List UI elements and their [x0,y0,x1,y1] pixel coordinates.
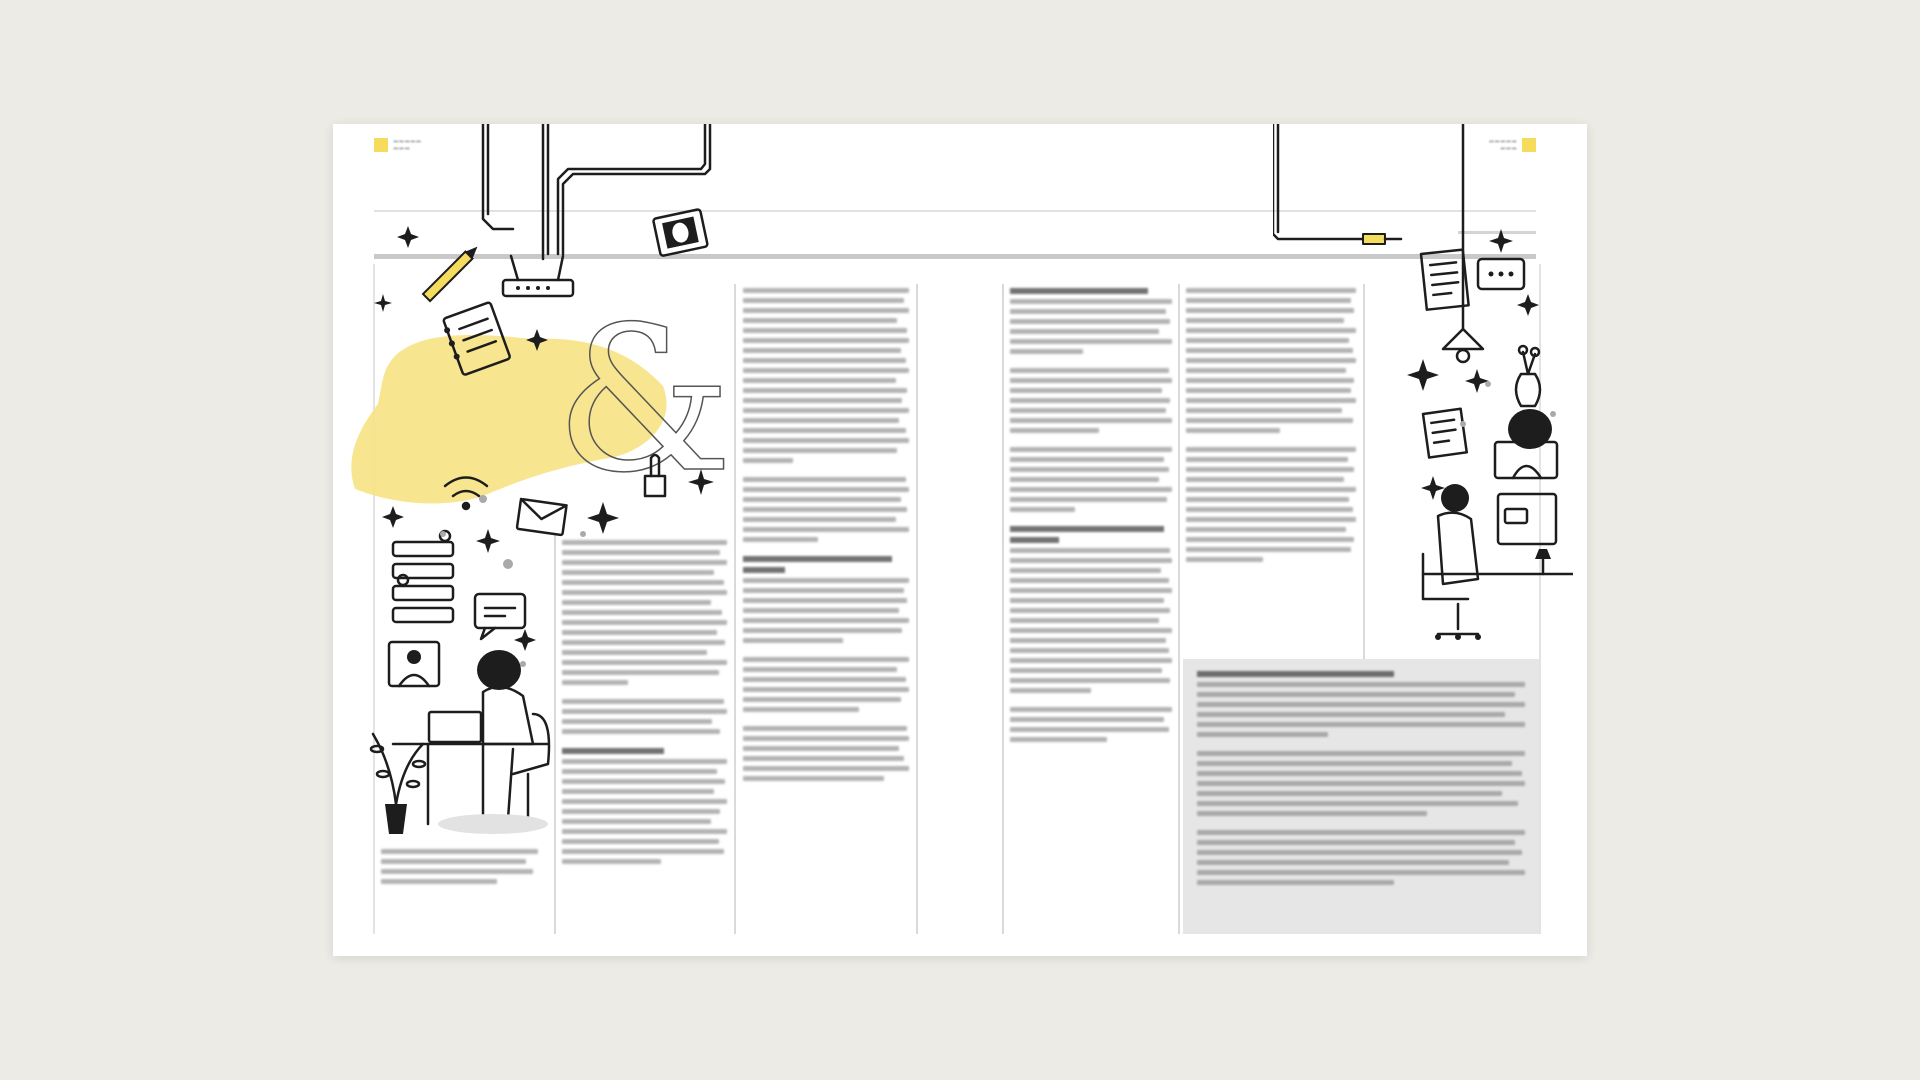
potted-plant-icon [369,732,427,834]
right-folio-marker [1522,138,1536,152]
text-column-5 [1186,288,1356,567]
cable-lines [481,124,712,261]
notebook-icon [442,301,511,376]
wifi-icon [443,476,489,511]
right-header-rule-small [1458,231,1536,234]
header-rule-thin [374,210,1536,212]
column-divider [916,284,918,934]
chat-bubble-icon [473,592,527,641]
office-chair-icon [1435,602,1481,640]
column-divider [554,534,556,934]
text-column-2 [562,540,727,869]
flower-vase-icon [1514,344,1542,408]
cable-lines [1273,124,1465,331]
person-at-laptop-illustration [391,650,551,834]
router-icon [501,254,575,298]
sidebar-box [1183,659,1539,934]
column-divider [373,264,375,934]
chat-list-icons [391,529,455,624]
left-page-illustration: & [351,124,734,834]
right-running-head: ▬▬▬▬▬▬▬▬ [1488,138,1517,152]
right-page-illustration [1273,124,1573,640]
column-divider [1002,284,1004,934]
text-column-3 [743,288,909,786]
person-at-desktop-illustration [1421,484,1573,601]
header-rule-thick [374,254,1536,259]
text-column-4 [1010,288,1172,747]
yellow-watercolor-blob [351,335,667,504]
pencil-icon [421,246,478,303]
cactus-icon [643,453,667,498]
sparkle-icon [374,226,714,651]
chat-bubble-icon [1476,257,1526,291]
left-folio-marker [374,138,388,152]
desk-lamp-icon [1535,549,1551,576]
video-call-icon [1493,409,1559,480]
column-divider [1539,264,1541,934]
pendant-lamp-icon [1441,327,1485,364]
left-running-head: ▬▬▬▬▬▬▬▬ [393,138,422,152]
column-divider [1363,284,1365,684]
book-icon [652,208,709,257]
column-divider [1178,284,1180,934]
video-call-icon [387,640,441,688]
sparkle-icon [1407,229,1539,500]
document-icon [1419,248,1470,311]
envelope-icon [515,497,568,537]
magazine-spread: ▬▬▬▬▬▬▬▬ ▬▬▬▬▬▬▬▬ [333,124,1587,956]
text-column-1 [381,849,546,889]
document-icon [1421,407,1469,459]
column-divider [734,284,736,934]
